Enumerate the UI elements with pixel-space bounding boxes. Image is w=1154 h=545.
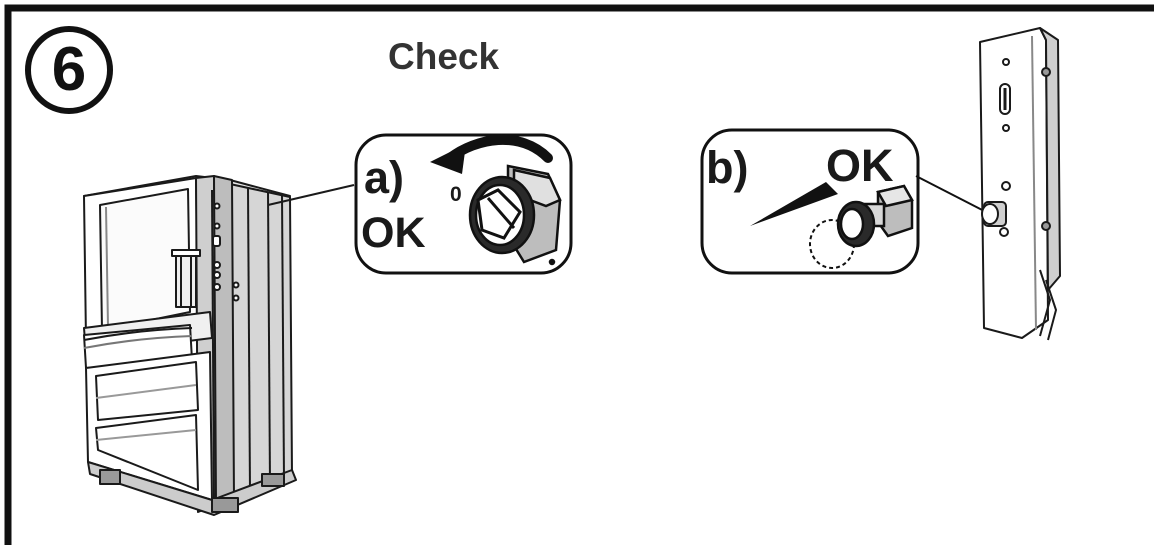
rotary-switch-icon [468, 164, 562, 266]
step-number-circle [25, 26, 113, 114]
panel-b-label: b) [706, 142, 749, 193]
panel-b-callout [700, 128, 991, 275]
panel-a-callout [354, 133, 573, 275]
baler-machine-illustration [83, 175, 355, 516]
step-title: Check [388, 36, 500, 77]
step-number: 6 [51, 35, 87, 104]
page-frame [4, 4, 1154, 545]
panel-a-label: a) [364, 152, 405, 203]
door-panel-illustration [979, 27, 1061, 341]
push-button-icon [809, 184, 914, 269]
panel-a-status: OK [361, 209, 426, 257]
dial-zero-mark: 0 [450, 183, 462, 206]
panel-b-status: OK [826, 140, 894, 191]
push-arrow-icon [750, 182, 838, 226]
arrow-head [430, 144, 466, 174]
